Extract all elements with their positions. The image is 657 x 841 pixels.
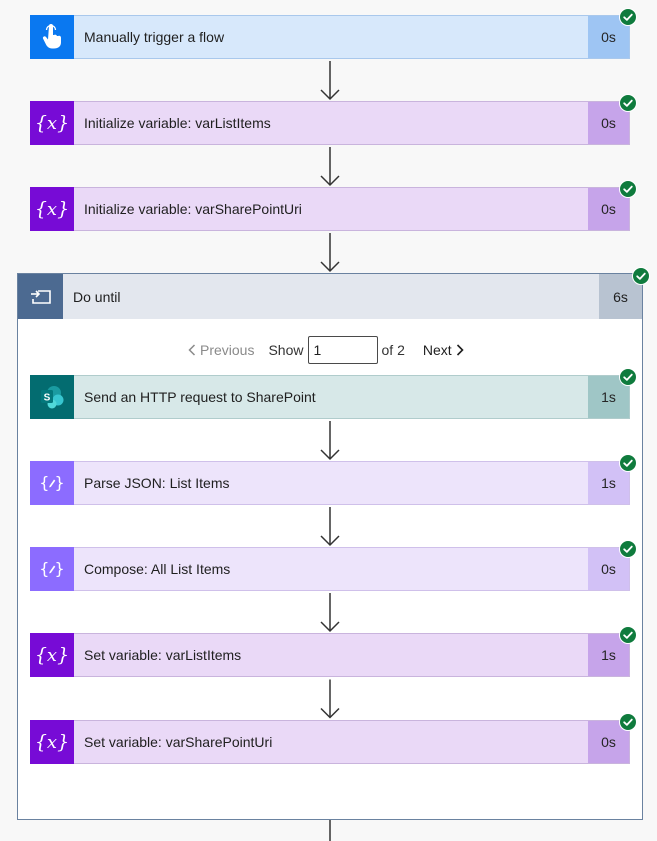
step-set-var-sharepoint-uri[interactable]: {x} Set variable: varSharePointUri 0s — [30, 720, 630, 764]
step-title: Manually trigger a flow — [84, 29, 225, 45]
step-parse-json[interactable]: { } Parse JSON: List Items 1s — [30, 461, 630, 505]
success-check-icon — [619, 94, 637, 112]
step-duration: 0s — [588, 188, 629, 230]
variable-icon: {x} — [30, 720, 74, 764]
arrow-down-icon — [318, 233, 342, 273]
next-label: Next — [422, 342, 452, 358]
arrow-down-icon — [318, 593, 342, 633]
arrow-down-icon — [318, 507, 342, 547]
step-set-var-list-items[interactable]: {x} Set variable: varListItems 1s — [30, 633, 630, 677]
do-until-title: Do until — [73, 288, 121, 305]
success-check-icon — [619, 454, 637, 472]
iteration-pager: Previous Show of 2 Next — [188, 336, 464, 364]
success-check-icon — [619, 540, 637, 558]
arrow-down-icon — [318, 421, 342, 461]
next-button[interactable]: Next — [423, 342, 464, 358]
step-title: Initialize variable: varSharePointUri — [84, 201, 302, 217]
arrow-down-icon — [318, 679, 342, 720]
step-title: Set variable: varSharePointUri — [84, 734, 273, 750]
arrow-down-icon — [318, 147, 342, 187]
success-check-icon — [619, 626, 637, 644]
show-label: Show — [268, 342, 304, 358]
chevron-right-icon — [456, 344, 464, 356]
chevron-left-icon — [188, 344, 196, 356]
variable-icon: {x} — [30, 101, 74, 145]
step-manual-trigger[interactable]: Manually trigger a flow 0s — [30, 15, 630, 59]
step-title: Parse JSON: List Items — [84, 475, 230, 491]
previous-button[interactable]: Previous — [188, 342, 254, 358]
success-check-icon — [619, 368, 637, 386]
step-title: Compose: All List Items — [84, 561, 231, 577]
arrow-down-icon — [318, 61, 342, 101]
step-title: Initialize variable: varListItems — [84, 115, 271, 131]
success-check-icon — [632, 267, 650, 285]
touch-hand-icon — [30, 15, 74, 59]
step-duration: 1s — [588, 634, 629, 676]
connector-line — [329, 820, 331, 841]
page-number-input[interactable] — [307, 336, 378, 364]
step-sharepoint-http-request[interactable]: S Send an HTTP request to SharePoint 1s — [30, 375, 630, 419]
loop-icon — [18, 274, 63, 319]
success-check-icon — [619, 180, 637, 198]
step-title: Send an HTTP request to SharePoint — [84, 389, 316, 405]
sharepoint-icon: S — [30, 375, 74, 419]
success-check-icon — [619, 8, 637, 26]
variable-icon: {x} — [30, 187, 74, 231]
step-duration: 1s — [588, 376, 629, 418]
data-operation-icon: { } — [30, 461, 74, 505]
do-until-header[interactable]: Do until 6s — [18, 274, 642, 319]
success-check-icon — [619, 713, 637, 731]
step-compose[interactable]: { } Compose: All List Items 0s — [30, 547, 630, 591]
svg-text:S: S — [44, 393, 51, 404]
variable-icon: {x} — [30, 633, 74, 677]
step-title: Set variable: varListItems — [84, 647, 242, 663]
data-operation-icon: { } — [30, 547, 74, 591]
step-init-var-list-items[interactable]: {x} Initialize variable: varListItems 0s — [30, 101, 630, 145]
page-count-label: of 2 — [381, 342, 405, 358]
step-init-var-sharepoint-uri[interactable]: {x} Initialize variable: varSharePointUr… — [30, 187, 630, 231]
previous-label: Previous — [200, 342, 255, 358]
